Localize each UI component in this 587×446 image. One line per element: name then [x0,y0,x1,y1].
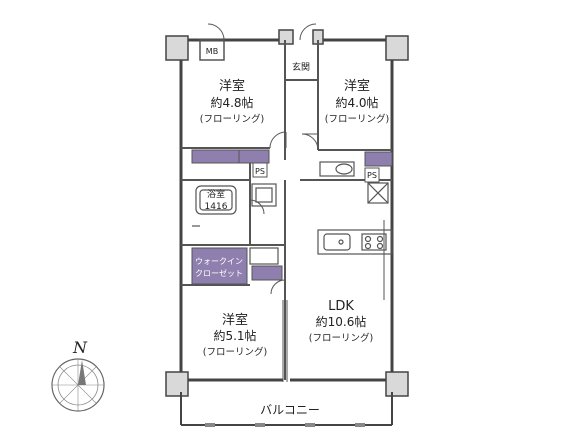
western-room-bottom-name: 洋室 [222,312,248,328]
entrance-label: 玄関 [292,61,310,73]
western-room-right-floor: (フローリング) [325,113,389,125]
ldk-name: LDK [328,299,354,314]
balcony-rail-marks [205,423,365,427]
bath-size: 1416 [205,202,228,212]
compass-rose: N [51,338,105,412]
door-swings [207,23,319,295]
ps-right-label: PS [367,171,377,180]
compass-north-label: N [72,338,88,357]
toilet [319,161,355,177]
ps-left-label: PS [255,167,265,176]
balcony-label: バルコニー [260,403,320,417]
mb-label: MB [206,47,218,56]
western-room-bottom-floor: (フローリング) [203,346,267,358]
storage-closets [191,149,393,285]
ldk-size: 約10.6帖 [316,314,367,329]
balcony-sliding-doors [282,220,385,382]
structural-columns [165,29,409,397]
western-room-right-name: 洋室 [344,78,370,94]
bath-fixtures [192,183,279,265]
walkin-closet-label-1: ウォークイン [195,257,243,266]
ps-shafts [252,162,380,183]
walkin-closet [191,247,248,285]
ldk-floor: (フローリング) [309,332,373,344]
outer-walls [179,38,394,392]
walkin-closet-label-2: クローゼット [195,268,243,278]
bath-name: 浴室 [207,188,225,200]
kitchen-counter [317,182,393,255]
western-room-left-name: 洋室 [219,78,245,94]
western-room-bottom-size: 約5.1帖 [213,328,256,343]
western-room-left-floor: (フローリング) [200,113,264,125]
western-room-right-size: 約4.0帖 [335,95,378,110]
western-room-left-size: 約4.8帖 [210,95,253,110]
